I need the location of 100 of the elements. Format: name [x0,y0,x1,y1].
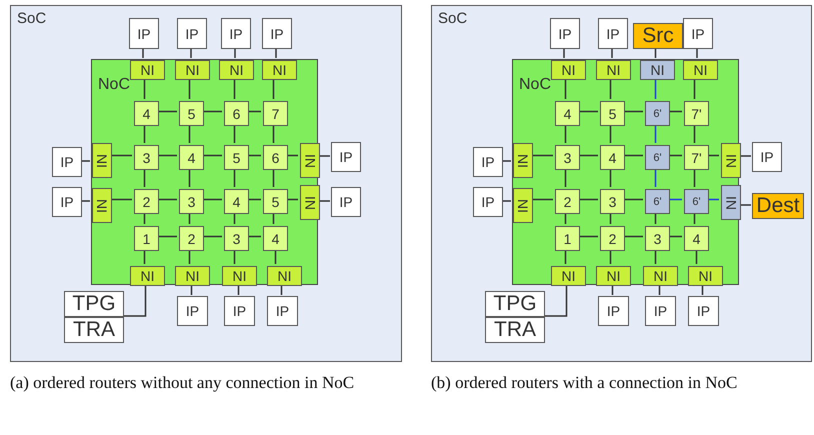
connection-line [286,154,298,156]
connection-line [157,110,177,112]
connection-line [563,48,565,58]
connection-line [188,212,190,224]
ip-block: IP [550,18,580,49]
router-box: 5 [179,101,204,126]
connection-line [578,236,598,238]
connection-line [142,48,144,58]
ip-block: IP [267,296,298,326]
ip-block: IP [598,296,629,326]
tpg-box: TPG [485,291,545,317]
connection-line [696,48,698,58]
connection-line [564,78,566,99]
connection-line [623,110,643,112]
router-box: 3 [600,189,625,214]
router-box: 3 [645,226,670,251]
router-box: 5 [263,189,288,214]
ip-block: IP [331,142,361,172]
router-box: 1 [555,226,580,251]
router-box: 7' [684,145,709,170]
ip-block: IP [177,18,207,49]
router-box: 2 [179,226,204,251]
soc-label: SoC [438,10,468,27]
connection-line [654,212,656,224]
connection-line [157,154,177,156]
connection-line [144,78,146,99]
router-box: 4 [555,101,580,126]
router-box: 7 [263,101,288,126]
connection-line [202,198,222,200]
ip-block: IP [331,187,361,217]
connection-line [623,154,643,156]
connection-line [272,78,274,99]
route-line [654,124,656,143]
connection-line [578,154,598,156]
router-box: 5 [600,101,625,126]
connection-line [623,198,643,200]
router-box: 6' [645,101,670,126]
network-interface-box: NI [222,266,257,286]
connection-line [247,236,261,238]
connection-line [188,168,190,187]
router-box: 4 [600,145,625,170]
network-interface-box: NI [92,188,112,223]
router-box: 4 [263,226,288,251]
connection-line [234,124,236,143]
connection-line [144,249,146,264]
network-interface-box: NI [596,60,631,80]
network-interface-box: NI [596,266,631,286]
ip-block: IP [221,18,251,49]
connection-line [247,154,261,156]
tra-box: TRA [485,317,545,343]
connection-line [272,168,274,187]
router-box: 3 [179,189,204,214]
ip-block: IP [52,147,82,177]
router-box: 7' [684,101,709,126]
connection-line [694,168,696,187]
connection-line [188,78,190,99]
destination-box: Dest [752,193,804,219]
tra-box: TRA [64,317,124,343]
connection-line [610,249,612,264]
connection-line [610,168,612,187]
connection-line [234,168,236,187]
network-interface-box: NI [300,185,320,220]
router-box: 6 [263,145,288,170]
connection-line [610,78,612,99]
ip-block: IP [52,187,82,217]
connection-line [531,154,553,156]
connection-line [234,78,236,99]
connection-line [123,284,146,317]
router-box: 4 [684,226,709,251]
network-interface-box: NI [262,60,297,80]
router-box: 4 [134,101,159,126]
connection-line [739,204,751,206]
router-box: 2 [134,189,159,214]
connection-line [611,48,613,58]
router-box: 4 [179,145,204,170]
connection-line [668,154,682,156]
connection-line [544,284,568,317]
connection-line [668,110,682,112]
route-line [654,78,656,99]
network-interface-box: NI [267,266,302,286]
ip-block: IP [645,296,676,326]
route-line [668,198,682,200]
network-interface-box: NI [721,185,741,220]
connection-line [502,160,511,162]
connection-line [694,212,696,224]
connection-line [190,284,192,295]
connection-line [623,236,643,238]
connection-line [272,124,274,143]
router-box: 2 [555,189,580,214]
network-interface-box: NI [175,266,210,286]
connection-line [658,284,660,295]
connection-line [610,124,612,143]
connection-line [202,154,222,156]
noc-label: NoC [519,76,552,94]
connection-line [188,124,190,143]
router-box: 4 [224,189,249,214]
route-line [707,198,719,200]
connection-line [110,154,132,156]
connection-line [202,236,222,238]
network-interface-box: NI [219,60,254,80]
